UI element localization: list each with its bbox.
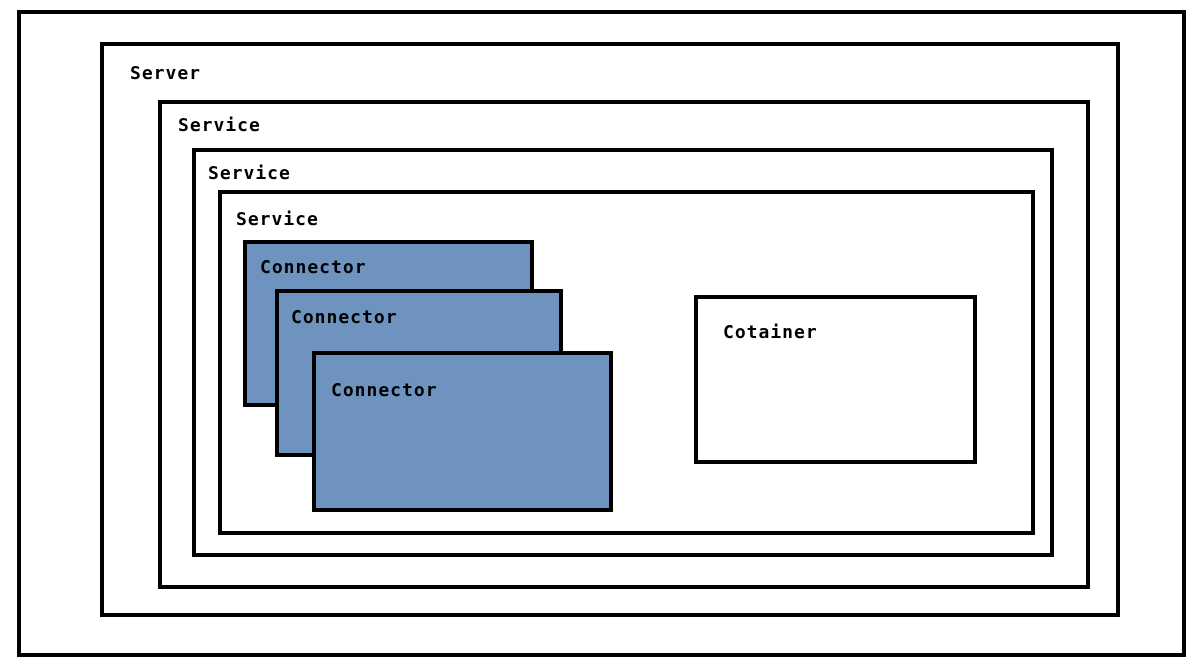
connector-label: Connector <box>331 380 438 401</box>
container-box <box>694 295 977 464</box>
container-label: Cotainer <box>723 322 818 343</box>
connector-label: Connector <box>260 257 367 278</box>
server-label: Server <box>130 63 202 84</box>
connector-box <box>312 351 613 512</box>
connector-label: Connector <box>291 307 398 328</box>
service-label: Service <box>208 163 291 184</box>
service-label: Service <box>178 115 261 136</box>
service-label: Service <box>236 209 319 230</box>
